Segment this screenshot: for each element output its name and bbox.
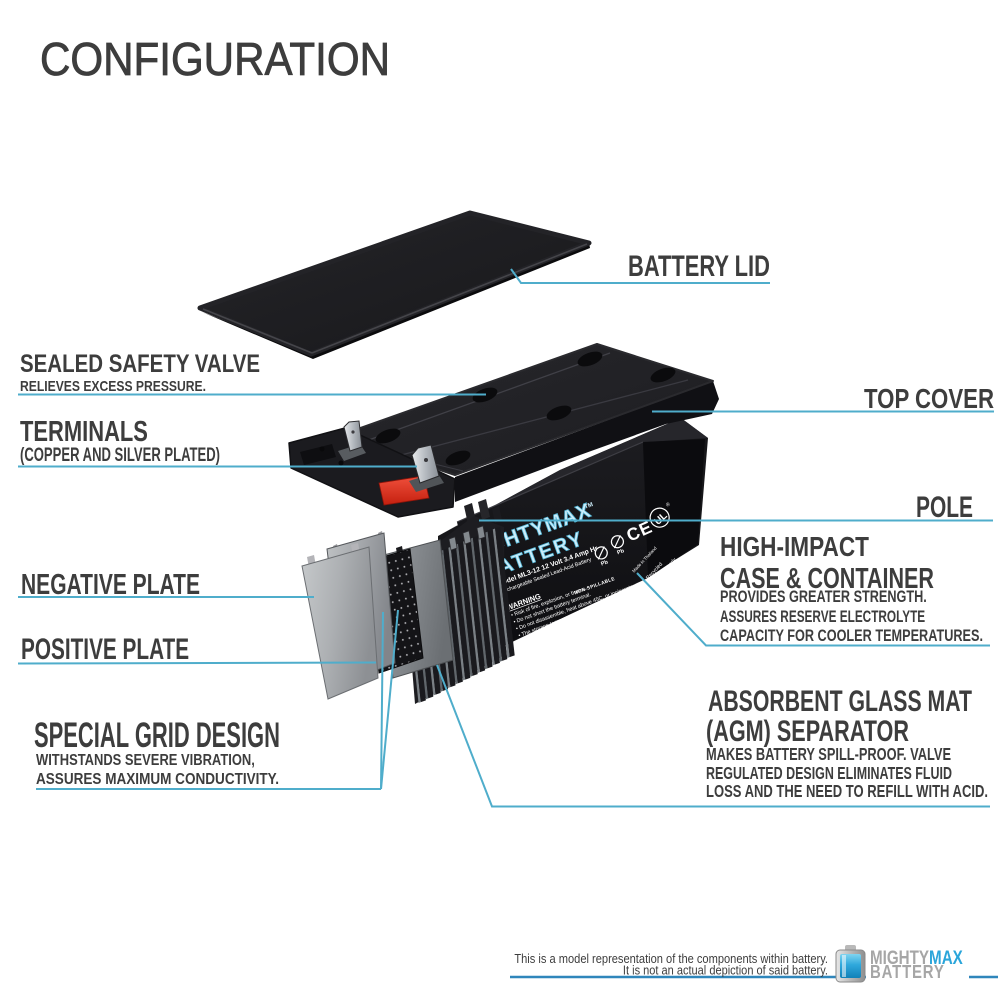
svg-text:TOP COVER: TOP COVER bbox=[864, 384, 994, 415]
svg-text:SEALED SAFETY VALVE: SEALED SAFETY VALVE bbox=[20, 349, 260, 377]
svg-text:This is a model representation: This is a model representation of the co… bbox=[514, 951, 828, 966]
svg-text:BATTERY LID: BATTERY LID bbox=[628, 249, 770, 283]
svg-text:MAKES BATTERY SPILL-PROOF. VAL: MAKES BATTERY SPILL-PROOF. VALVE bbox=[706, 745, 951, 764]
svg-text:CONFIGURATION: CONFIGURATION bbox=[40, 34, 390, 85]
svg-text:REGULATED DESIGN ELIMINATES FL: REGULATED DESIGN ELIMINATES FLUID bbox=[706, 764, 952, 784]
svg-text:NEGATIVE PLATE: NEGATIVE PLATE bbox=[21, 569, 200, 601]
svg-text:(AGM) SEPARATOR: (AGM) SEPARATOR bbox=[706, 713, 909, 747]
svg-text:ABSORBENT GLASS MAT: ABSORBENT GLASS MAT bbox=[708, 683, 972, 718]
svg-text:BATTERY: BATTERY bbox=[870, 962, 945, 983]
svg-text:TM: TM bbox=[584, 502, 594, 511]
svg-text:ASSURES MAXIMUM CONDUCTIVITY.: ASSURES MAXIMUM CONDUCTIVITY. bbox=[36, 771, 279, 788]
svg-text:CASE & CONTAINER: CASE & CONTAINER bbox=[720, 563, 934, 595]
svg-text:Pb: Pb bbox=[616, 548, 625, 556]
svg-text:PROVIDES GREATER STRENGTH.: PROVIDES GREATER STRENGTH. bbox=[720, 587, 927, 606]
svg-text:It is not an actual depiction: It is not an actual depiction of said ba… bbox=[623, 963, 828, 978]
svg-text:ASSURES RESERVE ELECTROLYTE: ASSURES RESERVE ELECTROLYTE bbox=[720, 608, 925, 627]
svg-text:®: ® bbox=[665, 501, 672, 509]
svg-text:TERMINALS: TERMINALS bbox=[20, 416, 148, 448]
svg-text:HIGH-IMPACT: HIGH-IMPACT bbox=[720, 532, 869, 563]
svg-text:POSITIVE PLATE: POSITIVE PLATE bbox=[21, 633, 189, 666]
svg-text:RELIEVES EXCESS PRESSURE.: RELIEVES EXCESS PRESSURE. bbox=[20, 378, 206, 394]
svg-text:Pb: Pb bbox=[600, 559, 609, 567]
svg-text:LOSS AND THE NEED TO REFILL WI: LOSS AND THE NEED TO REFILL WITH ACID. bbox=[706, 782, 988, 801]
svg-text:(COPPER AND SILVER PLATED): (COPPER AND SILVER PLATED) bbox=[20, 445, 220, 466]
svg-text:SPECIAL GRID DESIGN: SPECIAL GRID DESIGN bbox=[34, 717, 280, 755]
svg-text:CAPACITY FOR COOLER TEMPERATUR: CAPACITY FOR COOLER TEMPERATURES. bbox=[720, 626, 983, 645]
svg-text:MIGHTYMAX: MIGHTYMAX bbox=[870, 946, 963, 968]
svg-text:WITHSTANDS SEVERE VIBRATION,: WITHSTANDS SEVERE VIBRATION, bbox=[36, 752, 255, 769]
svg-text:POLE: POLE bbox=[916, 491, 973, 523]
